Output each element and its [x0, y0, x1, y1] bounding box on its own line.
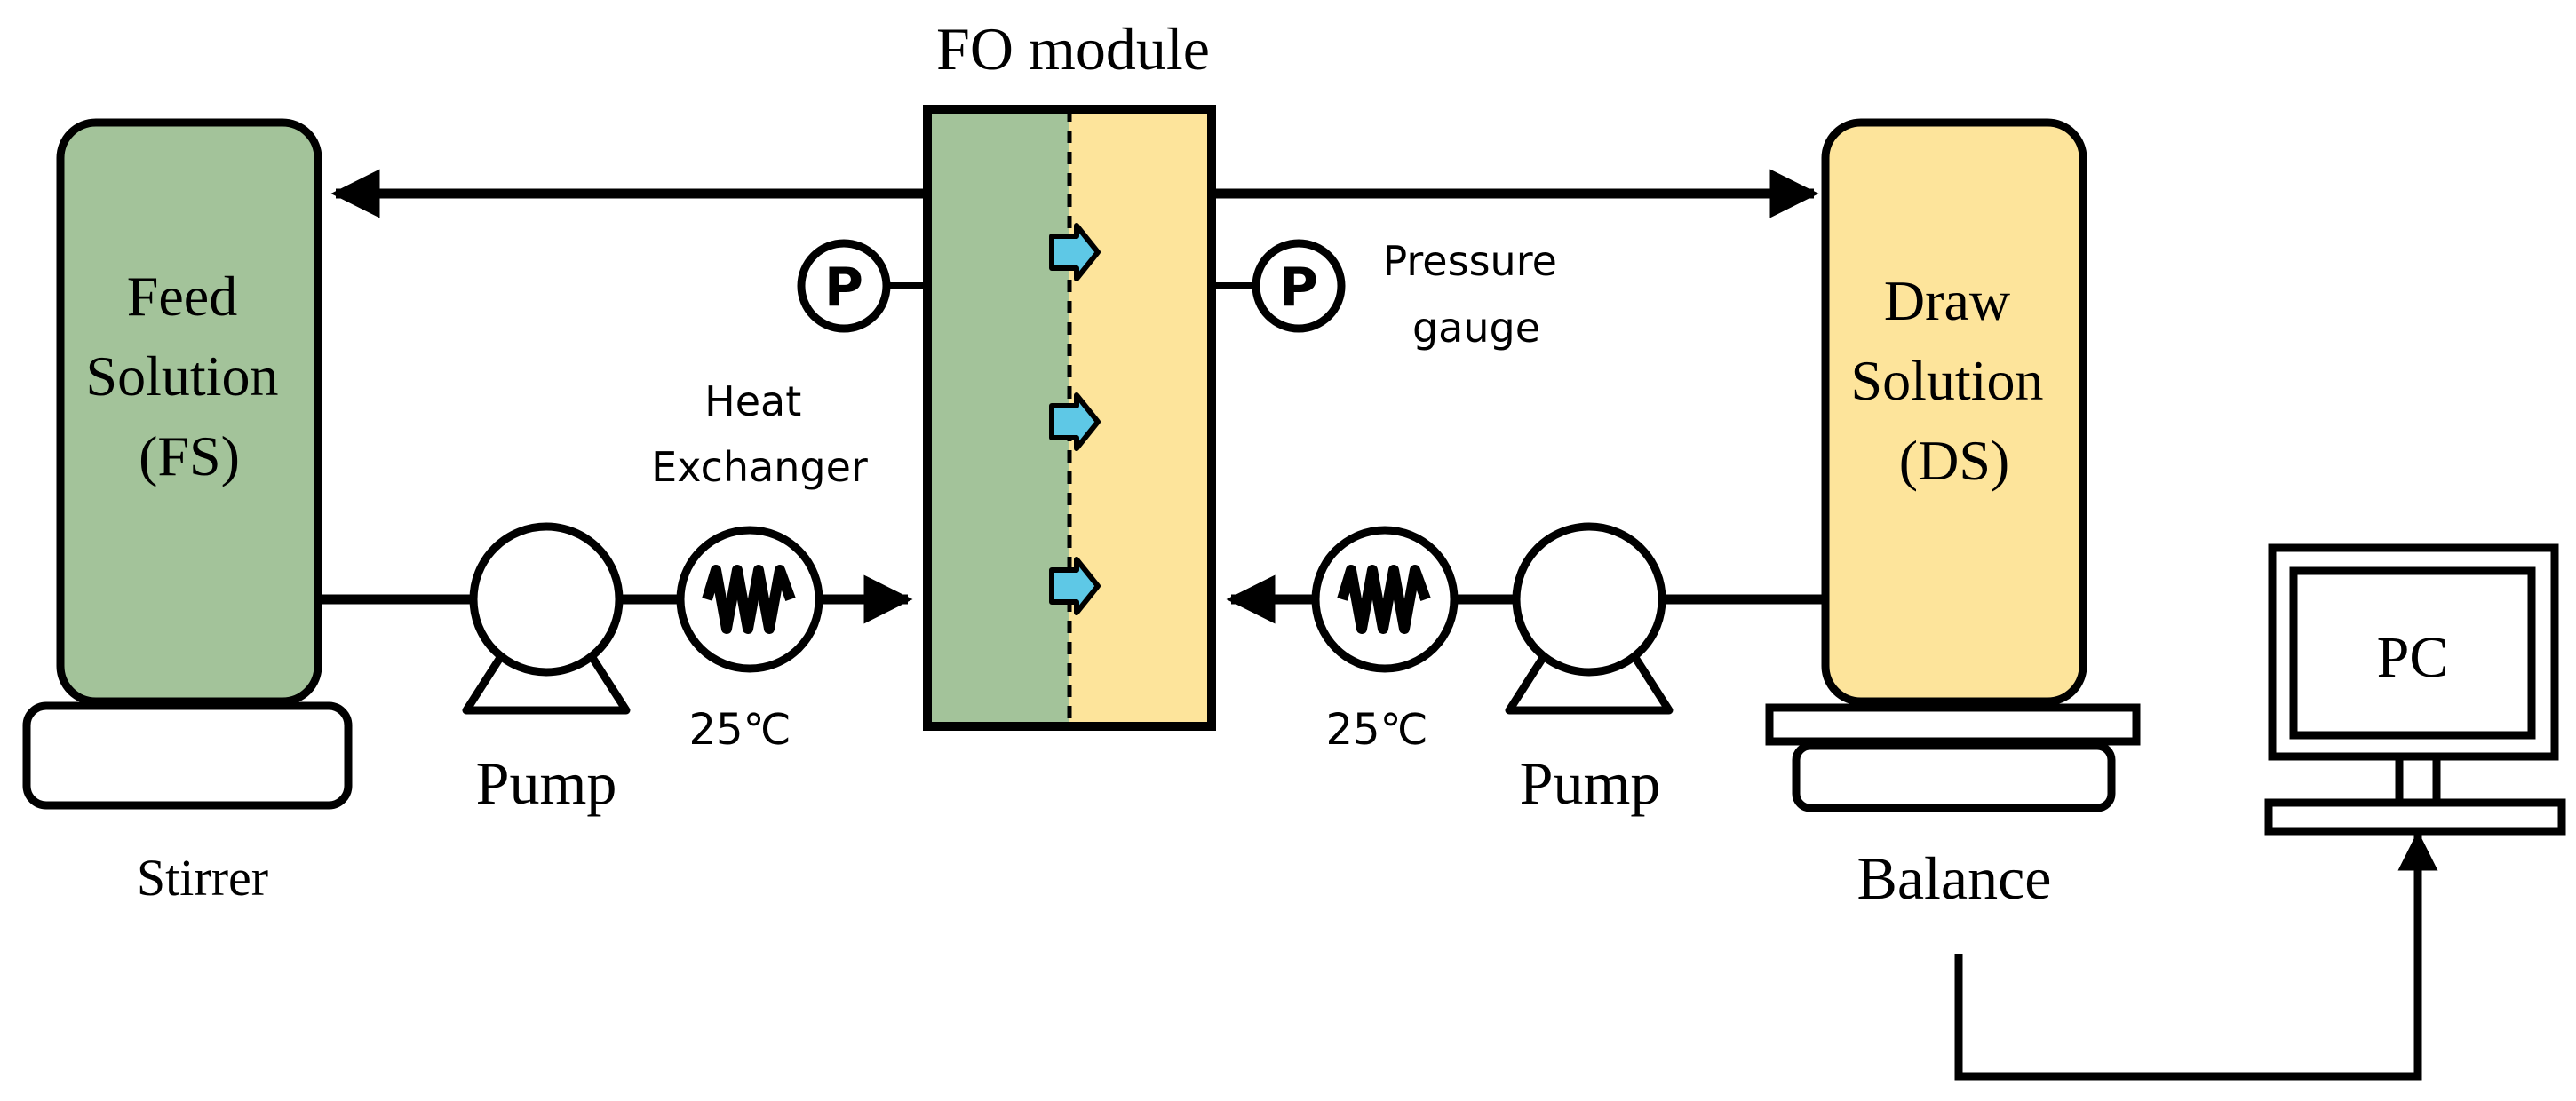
left-pressure-gauge-icon: P	[797, 239, 891, 333]
left-gauge-symbol: P	[824, 257, 863, 319]
heat-exchanger-label: Heat Exchanger	[651, 377, 868, 491]
fo-module-frame	[923, 105, 1216, 731]
water-flux-arrow-2	[1049, 392, 1101, 451]
fo-feed-side	[927, 109, 1069, 726]
right-pump-icon	[1505, 522, 1674, 715]
balance-to-pc-data-line	[1954, 830, 2438, 1081]
feed-tank-label: Feed Solution (FS)	[86, 265, 293, 487]
pc-stand-base	[2264, 798, 2566, 836]
feed-tank-label-line-3: (FS)	[139, 424, 240, 487]
pc-icon: PC	[2264, 543, 2566, 836]
feed-tank-body	[56, 118, 322, 706]
fo-module	[923, 105, 1216, 731]
feed-tank-label-line-2: Solution	[86, 345, 279, 408]
right-pressure-gauge-icon: P	[1252, 239, 1346, 333]
balance-label: Balance	[1857, 844, 2052, 912]
draw-tank-label-line-2: Solution	[1851, 349, 2044, 412]
draw-tank-label-line-3: (DS)	[1899, 429, 2009, 492]
fo-module-title: FO module	[936, 15, 1210, 83]
right-temperature-label: 25℃	[1326, 705, 1428, 755]
pc-stand-neck	[2395, 752, 2441, 807]
draw-tank-body	[1821, 118, 2087, 706]
water-flux-arrow-3	[1049, 557, 1101, 615]
pc-monitor-screen	[2289, 566, 2536, 740]
pressure-gauge-label-line-2: gauge	[1412, 304, 1540, 352]
balance-base	[1792, 741, 2116, 812]
left-heat-exchanger-icon	[676, 526, 823, 673]
pressure-gauge-label-line-1: Pressure	[1382, 237, 1556, 285]
right-heat-exchanger-icon	[1311, 526, 1459, 673]
pressure-gauge-label: Pressure gauge	[1382, 237, 1570, 352]
balance-icon	[1765, 703, 2141, 812]
heat-exchanger-label-line-2: Exchanger	[651, 443, 868, 491]
water-flux-arrow-1	[1049, 223, 1101, 281]
left-temperature-label: 25℃	[689, 705, 791, 755]
draw-tank-label-line-1: Draw	[1884, 269, 2010, 332]
feed-solution-tank: Feed Solution (FS)	[56, 118, 322, 706]
draw-tank-label: Draw Solution (DS)	[1851, 269, 2058, 492]
left-pump-label: Pump	[476, 749, 617, 817]
stirrer-label: Stirrer	[137, 849, 268, 907]
pc-label: PC	[2377, 625, 2449, 690]
left-pump-icon	[462, 522, 631, 715]
heat-exchanger-label-line-1: Heat	[704, 377, 801, 425]
stirrer-plate	[22, 701, 353, 810]
draw-solution-tank: Draw Solution (DS)	[1821, 118, 2087, 706]
balance-pan	[1765, 703, 2141, 746]
right-pump-label: Pump	[1520, 749, 1661, 817]
feed-tank-label-line-1: Feed	[127, 265, 237, 328]
right-gauge-symbol: P	[1279, 257, 1318, 319]
